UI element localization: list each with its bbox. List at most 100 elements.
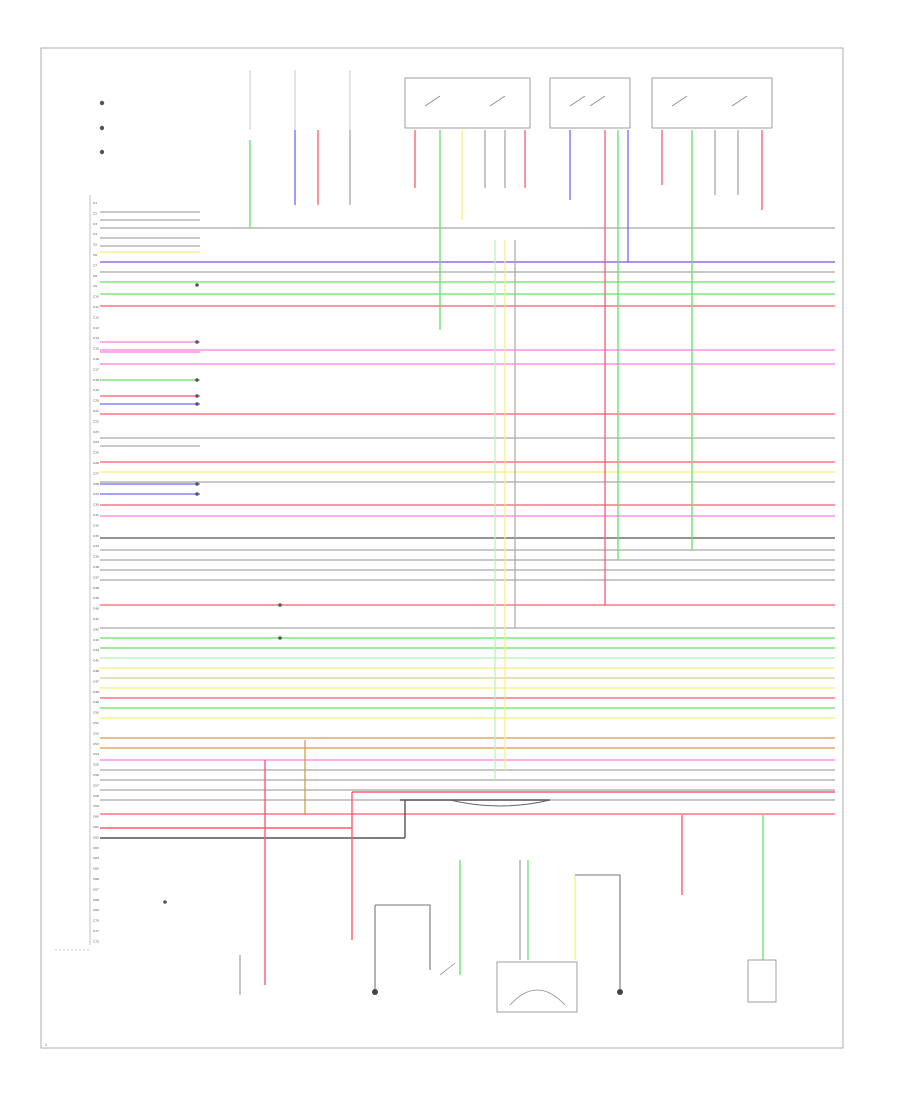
pin-label: C62 — [93, 835, 99, 839]
pin-label: C49 — [93, 700, 99, 704]
pin-label: C4 — [93, 232, 97, 236]
connector-dot — [99, 125, 105, 131]
pin-label: C43 — [93, 638, 99, 642]
relay-contact — [569, 95, 586, 107]
ground-wire — [575, 874, 621, 990]
pin-label: C68 — [93, 898, 99, 902]
pin-label: C55 — [93, 763, 99, 767]
connector-dot — [99, 100, 105, 106]
pin-label: C28 — [93, 482, 99, 486]
pin-label: C33 — [93, 534, 99, 538]
connector-dot — [195, 340, 199, 344]
pin-label: C40 — [93, 607, 99, 611]
relay-box — [404, 77, 531, 129]
pin-label: C71 — [93, 929, 99, 933]
connector-dot — [195, 378, 199, 382]
pin-label: C35 — [93, 555, 99, 559]
pin-label: C18 — [93, 378, 99, 382]
pin-label: C11 — [93, 305, 99, 309]
pin-label: C16 — [93, 357, 99, 361]
pin-label: C32 — [93, 523, 99, 527]
pin-label: C10 — [93, 295, 99, 299]
pin-label: C12 — [93, 315, 99, 319]
component-group — [99, 70, 777, 1013]
pin-label: C63 — [93, 846, 99, 850]
pin-label: C30 — [93, 503, 99, 507]
ground-wire — [375, 904, 431, 970]
pin-label: C26 — [93, 461, 99, 465]
pin-label: C54 — [93, 752, 99, 756]
pin-label: C19 — [93, 388, 99, 392]
pin-label: C72 — [93, 939, 99, 943]
ground-point — [372, 989, 378, 995]
relay-box — [549, 77, 631, 129]
pin-label: C39 — [93, 596, 99, 600]
pin-label: C45 — [93, 659, 99, 663]
pin-label: C5 — [93, 243, 97, 247]
pin-label: C58 — [93, 794, 99, 798]
pin-label: C48 — [93, 690, 99, 694]
relay-box — [651, 77, 773, 129]
pin-label: C20 — [93, 399, 99, 403]
pin-label: C21 — [93, 409, 99, 413]
pin-label: C60 — [93, 815, 99, 819]
pin-label: C13 — [93, 326, 99, 330]
splice-curve — [449, 799, 551, 807]
pin-label: C1 — [93, 201, 97, 205]
pin-label: C29 — [93, 492, 99, 496]
pin-label: C50 — [93, 711, 99, 715]
pin-label: C67 — [93, 887, 99, 891]
pin-label: C25 — [93, 451, 99, 455]
connector-dot — [195, 482, 199, 486]
relay-contact — [589, 95, 606, 107]
connector-dot — [163, 900, 167, 904]
pin-label: C57 — [93, 783, 99, 787]
pin-label: C53 — [93, 742, 99, 746]
ground-point — [617, 989, 623, 995]
pin-label: C15 — [93, 347, 99, 351]
relay-contact — [671, 95, 688, 107]
pin-label: C37 — [93, 575, 99, 579]
pin-label: C52 — [93, 731, 99, 735]
pin-label: C46 — [93, 669, 99, 673]
pin-label: C7 — [93, 263, 97, 267]
connector-dot — [278, 636, 282, 640]
connector-dot — [278, 603, 282, 607]
pin-label: C3 — [93, 222, 97, 226]
pin-label: C31 — [93, 513, 99, 517]
pin-label: C69 — [93, 908, 99, 912]
pin-label: C22 — [93, 419, 99, 423]
connector-dot — [195, 402, 199, 406]
relay-contact — [424, 95, 441, 107]
pin-label: C34 — [93, 544, 99, 548]
pin-label: C41 — [93, 617, 99, 621]
diagram-border — [40, 47, 844, 1049]
pin-label: C23 — [93, 430, 99, 434]
wire-bundle — [100, 130, 835, 995]
pin-label: C64 — [93, 856, 99, 860]
sensor-box — [747, 959, 777, 1003]
pin-label: C66 — [93, 877, 99, 881]
pin-label: C27 — [93, 471, 99, 475]
pin-label: C70 — [93, 919, 99, 923]
pin-label: C65 — [93, 867, 99, 871]
pin-label: C2 — [93, 211, 97, 215]
relay-contact — [731, 95, 748, 107]
pin-label: C14 — [93, 336, 99, 340]
pin-label: C56 — [93, 773, 99, 777]
pin-label: C61 — [93, 825, 99, 829]
connector-dot — [99, 149, 105, 155]
pin-label: C42 — [93, 627, 99, 631]
ecm-pin-column: C1C2C3C4C5C6C7C8C9C10C11C12C13C14C15C16C… — [55, 195, 99, 951]
pin-label: C44 — [93, 648, 99, 652]
pin-label: C51 — [93, 721, 99, 725]
pin-label: C6 — [93, 253, 97, 257]
connector-dot — [195, 283, 199, 287]
relay-contact — [489, 95, 506, 107]
connector-dot — [195, 492, 199, 496]
pin-label: C59 — [93, 804, 99, 808]
pin-label: C17 — [93, 367, 99, 371]
pin-label: C8 — [93, 274, 97, 278]
pin-label: C24 — [93, 440, 99, 444]
